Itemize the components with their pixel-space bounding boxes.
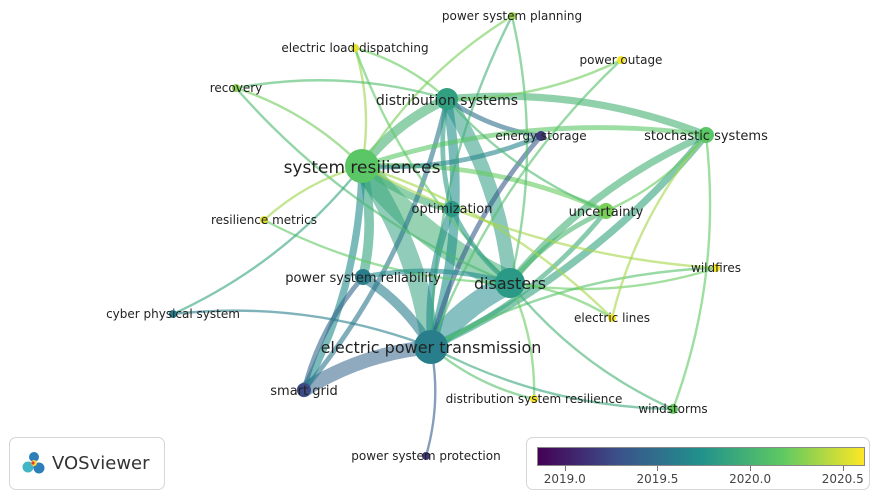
node-power-system-reliability[interactable] [355,269,371,285]
legend-tick-label: 2020.0 [729,472,772,486]
node-cyber-physical-system[interactable] [169,310,177,318]
label-power-system-reliability[interactable]: power system reliability [285,271,441,286]
legend-tick-label: 2019.0 [543,472,586,486]
node-system-resiliences[interactable] [345,149,379,183]
node-electric-load-dispatching[interactable] [351,44,359,52]
node-power-outage[interactable] [617,56,625,64]
node-electric-power-transmission[interactable] [414,330,448,364]
link-uncertainty-distribution-systems[interactable] [445,97,608,213]
link-cyber-physical-system-system-resiliences[interactable] [171,164,364,316]
link-power-outage-distribution-systems[interactable] [445,58,623,101]
link-windstorms-stochastic-systems[interactable] [671,133,712,411]
label-electric-load-dispatching[interactable]: electric load dispatching [281,41,428,55]
link-electric-lines-stochastic-systems[interactable] [610,133,708,320]
link-power-system-planning-system-resiliences[interactable] [360,14,514,168]
label-power-system-planning[interactable]: power system planning [442,9,582,23]
node-optimization[interactable] [444,201,460,217]
link-recovery-distribution-systems[interactable] [234,79,449,101]
node-stochastic-systems[interactable] [698,127,714,143]
node-recovery[interactable] [232,84,240,92]
link-resilience-metrics-disasters[interactable] [262,218,512,285]
label-disasters[interactable]: disasters [474,274,546,293]
label-electric-lines[interactable]: electric lines [574,311,650,325]
node-power-system-planning[interactable] [508,12,516,20]
link-power-system-reliability-disasters[interactable] [360,268,513,286]
link-electric-load-dispatching-distribution-systems[interactable] [353,46,449,101]
label-distribution-systems[interactable]: distribution systems [376,93,518,109]
node-distribution-system-resilience[interactable] [530,395,538,403]
labels-layer: system resiliences distribution systems di… [106,9,768,463]
label-energy-storage[interactable]: energy storage [495,129,586,143]
label-resilience-metrics[interactable]: resilience metrics [211,213,317,227]
nodes-layer [169,12,720,460]
label-optimization[interactable]: optimization [412,202,493,217]
link-wildfires-system-resiliences[interactable] [360,164,718,270]
link-optimization-distribution-systems[interactable] [440,96,455,212]
vosviewer-logo: VOSviewer [9,437,165,490]
legend-tick [842,466,844,471]
node-windstorms[interactable] [668,404,678,414]
node-disasters[interactable] [495,268,525,298]
legend-tick [750,466,752,471]
link-electric-lines-system-resiliences[interactable] [360,164,614,320]
label-stochastic-systems[interactable]: stochastic systems [644,129,768,144]
label-wildfires[interactable]: wildfires [691,261,741,275]
link-recovery-system-resiliences[interactable] [234,86,364,168]
legend-tick-label: 2020.5 [821,472,864,486]
link-smart-grid-distribution-systems[interactable] [301,96,450,393]
link-smart-grid-system-resiliences[interactable] [300,162,366,394]
label-cyber-physical-system[interactable]: cyber physical system [106,307,240,321]
link-energy-storage-electric-power-transmission[interactable] [428,133,544,350]
label-system-resiliences[interactable]: system resiliences [284,158,441,178]
link-uncertainty-stochastic-systems[interactable] [604,133,708,213]
color-legend: 2019.0 2019.5 2020.0 2020.5 [526,437,870,490]
node-resilience-metrics[interactable] [260,216,268,224]
node-smart-grid[interactable] [297,383,311,397]
label-recovery[interactable]: recovery [210,81,263,95]
link-recovery-disasters[interactable] [234,86,512,285]
link-wildfires-electric-power-transmission[interactable] [429,266,718,349]
node-uncertainty[interactable] [598,203,614,219]
link-smart-grid-power-system-reliability[interactable] [301,274,366,393]
link-power-system-planning-electric-power-transmission[interactable] [429,14,514,349]
link-energy-storage-system-resiliences[interactable] [359,133,544,170]
legend-tick [657,466,659,471]
label-distribution-system-resilience[interactable]: distribution system resilience [446,392,623,406]
label-windstorms[interactable]: windstorms [638,402,707,416]
label-uncertainty[interactable]: uncertainty [569,205,644,220]
label-power-system-protection[interactable]: power system protection [351,449,500,463]
node-electric-lines[interactable] [608,314,616,322]
node-wildfires[interactable] [712,264,720,272]
link-stochastic-systems-system-resiliences[interactable] [359,125,709,169]
legend-tick [564,466,566,471]
label-electric-power-transmission[interactable]: electric power transmission [321,338,542,357]
link-windstorms-electric-power-transmission[interactable] [429,345,675,411]
link-cyber-physical-system-electric-power-transmission[interactable] [171,309,433,349]
link-distribution-systems-disasters[interactable] [439,91,518,291]
vosviewer-logo-text: VOSviewer [52,453,150,474]
link-power-system-planning-disasters[interactable] [508,14,529,285]
vosviewer-logo-icon [22,451,45,473]
link-windstorms-disasters[interactable] [508,281,675,411]
node-energy-storage[interactable] [536,131,546,141]
node-distribution-systems[interactable] [436,88,458,110]
label-smart-grid[interactable]: smart grid [270,384,337,399]
legend-tick-label: 2019.5 [636,472,679,486]
color-scale-bar [537,447,865,466]
label-power-outage[interactable]: power outage [580,53,663,67]
link-power-outage-electric-power-transmission[interactable] [429,58,623,349]
node-power-system-protection[interactable] [422,452,430,460]
